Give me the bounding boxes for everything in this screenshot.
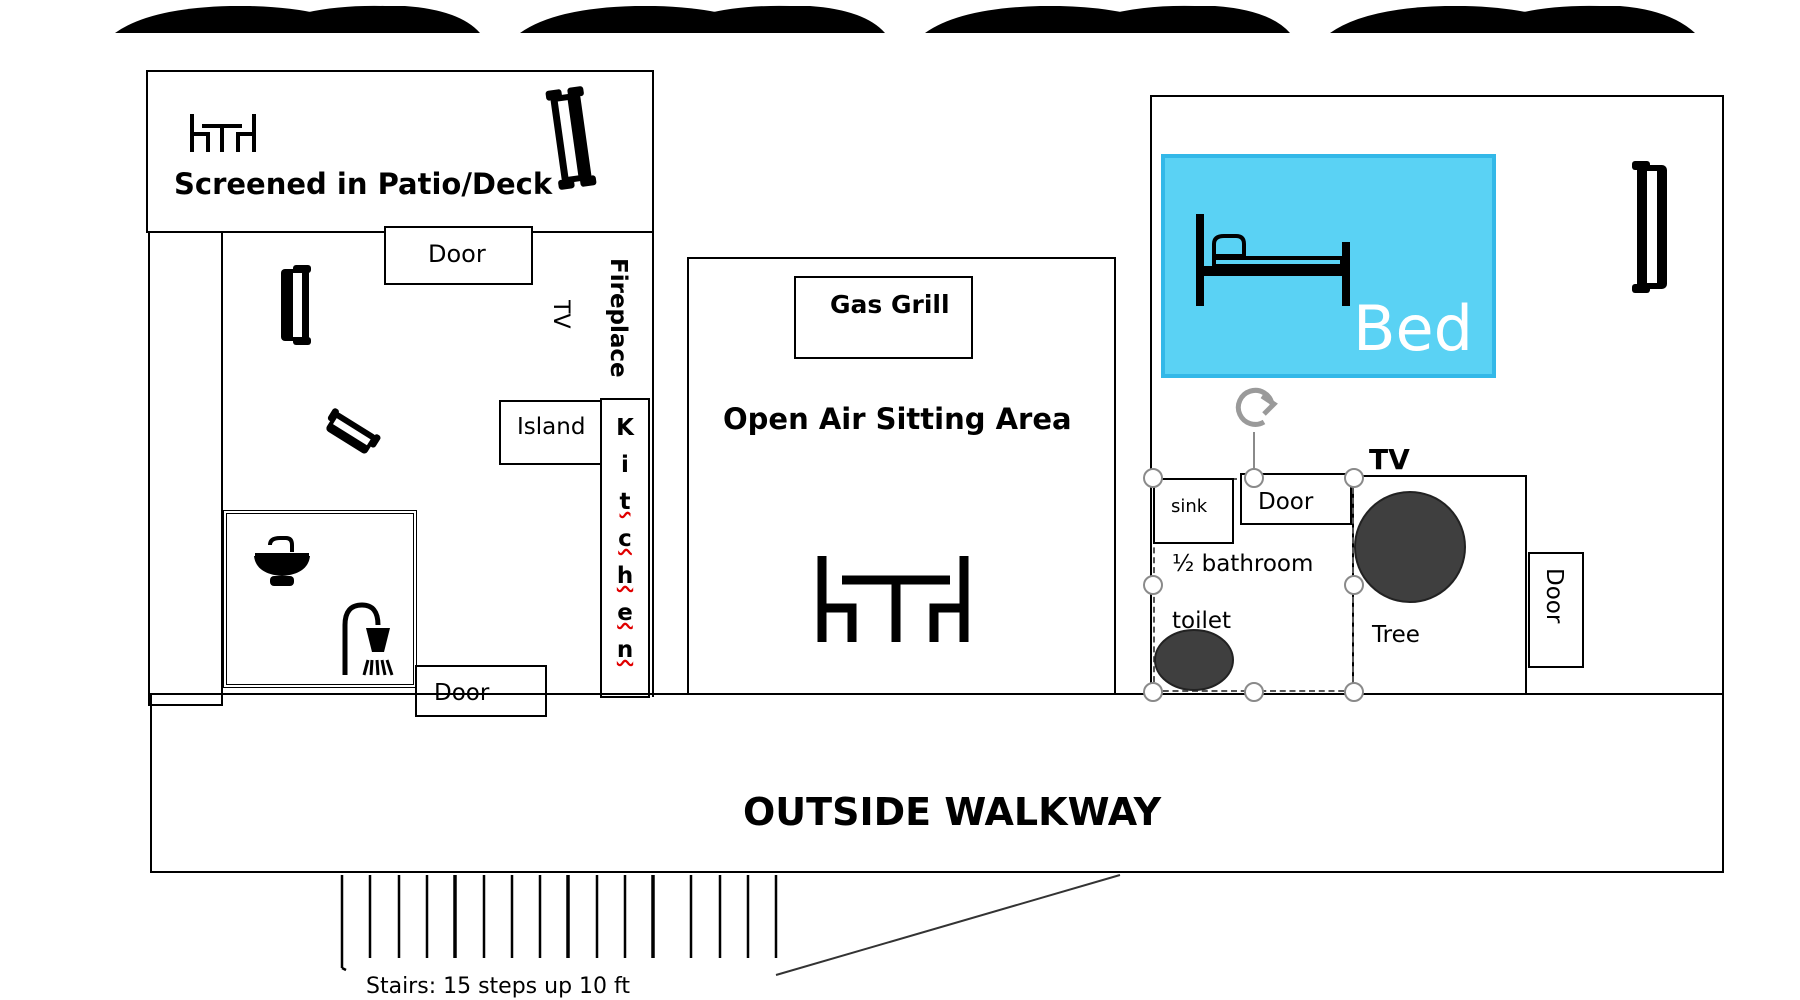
bathroom[interactable]: [223, 510, 417, 688]
patio-room[interactable]: [146, 70, 654, 233]
tree-icon: [255, 5, 480, 33]
kitchen-letter: c: [618, 526, 632, 552]
tree-label: Tree: [1372, 622, 1420, 648]
kitchen-letter: i: [621, 452, 629, 478]
kitchen-letters: K i t c h e n: [600, 410, 650, 695]
island-label: Island: [517, 414, 586, 440]
tree-area[interactable]: [1352, 475, 1527, 695]
door-bottom-left[interactable]: [415, 665, 547, 717]
fireplace-label: Fireplace: [605, 258, 631, 378]
sink-label: sink: [1171, 496, 1208, 517]
gas-grill[interactable]: [794, 276, 973, 359]
open-air-label: Open Air Sitting Area: [723, 402, 1072, 436]
tv-left-label: TV: [548, 300, 573, 329]
door-right-label: Door: [1541, 568, 1567, 624]
tree-silhouette-row: [115, 5, 1695, 33]
tv-right-label: TV: [1369, 443, 1410, 476]
tree-icon: [660, 5, 885, 33]
patio-label: Screened in Patio/Deck: [174, 167, 553, 201]
kitchen-letter: n: [616, 637, 634, 663]
half-bath-label: ½ bathroom: [1172, 551, 1314, 577]
toilet-label: toilet: [1172, 608, 1232, 634]
stairs: [340, 875, 778, 972]
kitchen-letter: e: [617, 600, 633, 626]
left-column: [148, 231, 223, 706]
ramp-line: [775, 874, 1121, 976]
gas-grill-label: Gas Grill: [830, 290, 950, 319]
bedroom[interactable]: [1150, 95, 1724, 696]
sink-box[interactable]: [1153, 478, 1234, 544]
living-room[interactable]: [221, 231, 654, 697]
kitchen-letter: h: [616, 563, 634, 589]
outside-walkway[interactable]: [150, 693, 1724, 873]
door-patio[interactable]: [384, 226, 533, 285]
door-bath-label: Door: [1258, 489, 1314, 515]
kitchen-letter: K: [616, 415, 634, 441]
kitchen-letter: t: [619, 489, 631, 515]
stairs-label: Stairs: 15 steps up 10 ft: [366, 974, 630, 999]
tree-icon: [1470, 5, 1695, 33]
door-patio-label: Door: [428, 240, 486, 268]
tree-icon: [1065, 5, 1290, 33]
door-right[interactable]: [1528, 552, 1584, 668]
kitchen-counter[interactable]: [600, 398, 650, 698]
bed-label: Bed: [1353, 292, 1474, 365]
walkway-label: OUTSIDE WALKWAY: [743, 790, 1162, 834]
